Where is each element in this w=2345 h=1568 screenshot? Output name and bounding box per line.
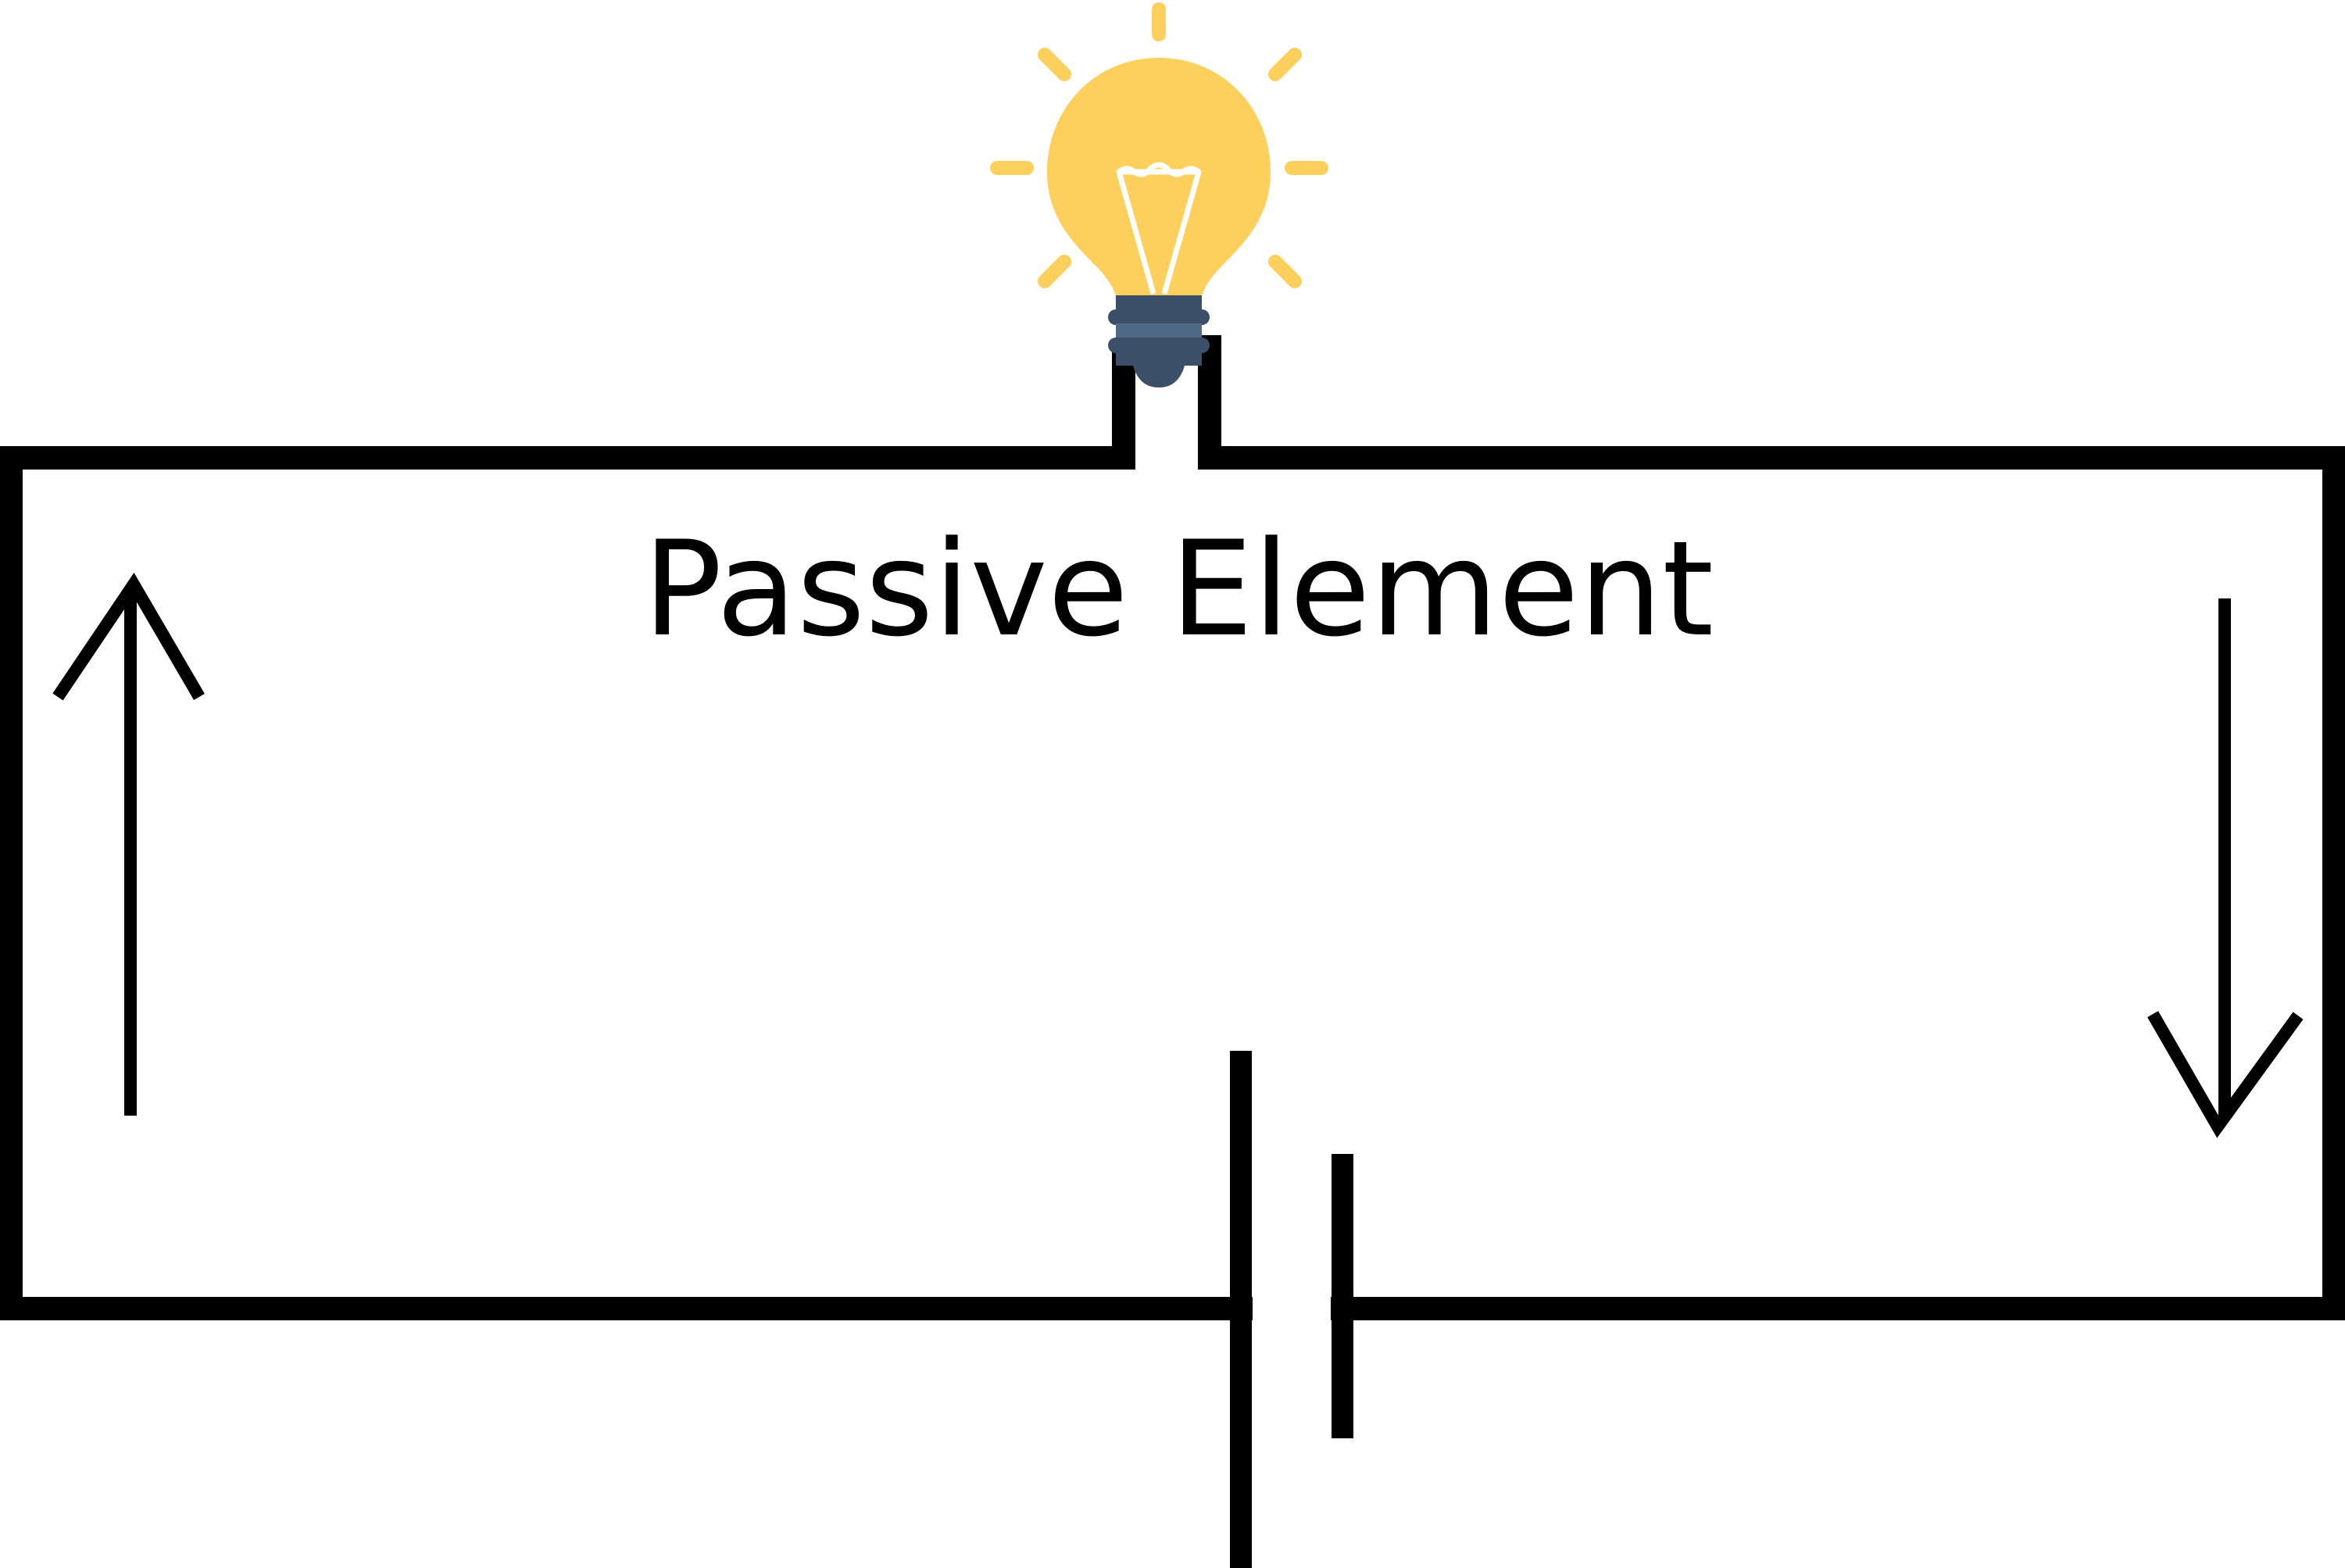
battery-long-plate — [1230, 1051, 1252, 1568]
battery-symbol — [1230, 1051, 1353, 1568]
arrow-up-icon — [52, 572, 205, 1116]
lightbulb-icon — [990, 2, 1328, 388]
element-label: Passive Element — [643, 513, 1714, 666]
bulb-rays — [990, 2, 1328, 288]
bulb-glass — [1047, 58, 1271, 306]
bulb-base-tip — [1133, 366, 1185, 388]
circuit-wire — [0, 335, 2345, 1320]
battery-short-plate — [1332, 1154, 1353, 1438]
arrow-down-icon — [2147, 598, 2304, 1138]
bulb-filament — [1116, 162, 1202, 295]
